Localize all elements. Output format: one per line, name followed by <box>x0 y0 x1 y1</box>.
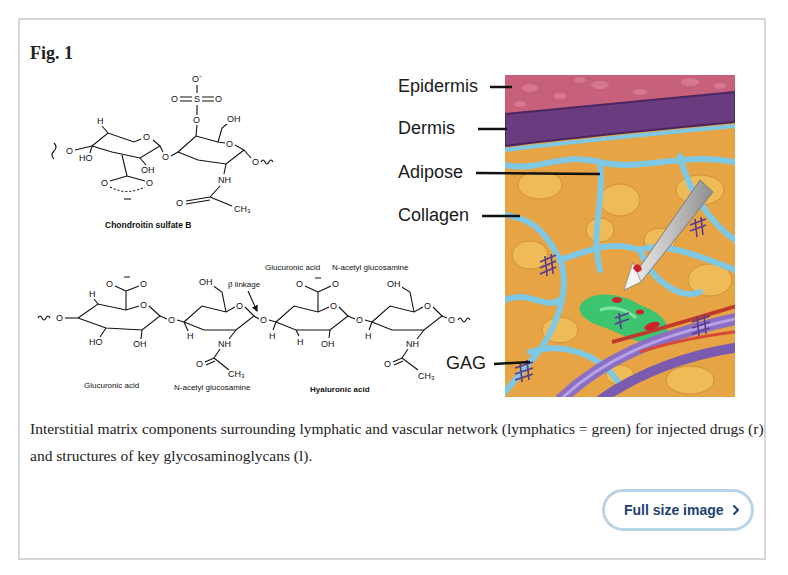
blood-vessel-highlight <box>560 318 735 397</box>
atom-label: O <box>331 280 340 289</box>
atom-label: O <box>423 302 432 311</box>
needle-bevel <box>624 262 641 290</box>
atom-label: O <box>139 280 148 289</box>
atom-label: OH <box>140 166 156 175</box>
atom-label: OH <box>226 115 242 124</box>
atom-label: H <box>364 332 373 341</box>
atom-label: H <box>96 117 105 126</box>
structure-label: Chondroitin sulfate B <box>104 221 192 230</box>
atom-label: O <box>383 360 392 369</box>
figure-title: Fig. 1 <box>30 43 73 64</box>
structure-label: N-acetyl glucosamine <box>331 264 409 272</box>
atom-label: O <box>105 280 114 289</box>
atom-label: O <box>175 199 184 208</box>
atom-label: HO <box>88 338 104 347</box>
atom-label: H <box>268 332 277 341</box>
atom-label: O <box>142 133 151 142</box>
atom-label: O <box>355 316 364 325</box>
atom-label: OH <box>386 280 402 289</box>
structure-label: Hyaluronic acid <box>309 386 371 394</box>
needle <box>624 180 713 290</box>
dermis-layer <box>505 92 735 146</box>
atom-label: O <box>100 179 109 188</box>
blood-vessel <box>560 318 735 397</box>
atom-label: O <box>145 179 154 188</box>
atom-label: O <box>295 280 304 289</box>
button-label: Full size image <box>624 502 724 518</box>
adipose-ground <box>505 75 735 397</box>
figure-caption: Interstitial matrix components surroundi… <box>30 415 765 469</box>
atom-label: O <box>447 316 456 325</box>
atom-label: NH <box>217 176 232 185</box>
gag-hatches <box>515 217 710 382</box>
structure-label: β linkage <box>227 281 261 289</box>
capillary <box>612 305 735 342</box>
atom-label: S <box>193 95 201 104</box>
chevron-icon <box>732 504 740 516</box>
atom-label: OH <box>320 340 336 349</box>
hyaluronic-bonds <box>38 277 470 370</box>
atom-label: O <box>235 302 244 311</box>
button-box: Full size image <box>602 489 754 531</box>
chondroitin-bonds <box>52 85 273 206</box>
layer-label: Epidermis <box>398 76 478 97</box>
tissue-illustration <box>505 75 735 397</box>
atom-label: O <box>161 153 170 162</box>
atom-label: O <box>259 316 268 325</box>
atom-label: O <box>225 140 234 149</box>
atom-label: O <box>214 95 223 104</box>
blood-vessel <box>600 347 735 397</box>
atom-label: O <box>55 314 64 323</box>
atom-label: O <box>170 95 179 104</box>
atom-label: HO <box>78 154 94 163</box>
structure-label: N-acetyl glucosamine <box>173 384 251 392</box>
layer-label: Dermis <box>398 118 455 139</box>
layer-label: GAG <box>446 353 486 374</box>
atom-label: OH <box>198 278 214 287</box>
leader-lines <box>476 87 600 364</box>
atom-label: CH₃ <box>417 372 436 381</box>
atom-label: O <box>167 316 176 325</box>
layer-label: Collagen <box>398 205 469 226</box>
atom-label: O <box>251 158 260 167</box>
atom-label: H <box>88 290 97 299</box>
atom-label: O <box>192 116 201 125</box>
atom-label: H <box>296 338 305 347</box>
structure-label: Glucuronic acid <box>264 264 321 272</box>
atom-label: CH₃ <box>233 205 252 214</box>
atom-label: O <box>139 301 148 310</box>
capillary <box>640 331 735 352</box>
atom-label: OH <box>132 340 148 349</box>
layer-label: Adipose <box>398 162 463 183</box>
drug-drops <box>612 264 661 332</box>
atom-label: NH <box>217 340 232 349</box>
atom-label: O <box>329 302 338 311</box>
atom-label: O <box>65 147 74 156</box>
atom-label: NH <box>405 340 420 349</box>
atom-label: O <box>195 360 204 369</box>
structure-label: Glucuronic acid <box>83 382 140 390</box>
atom-label: CH₃ <box>227 370 246 379</box>
atom-label: H <box>186 332 195 341</box>
atom-label: O⁻ <box>191 75 203 84</box>
